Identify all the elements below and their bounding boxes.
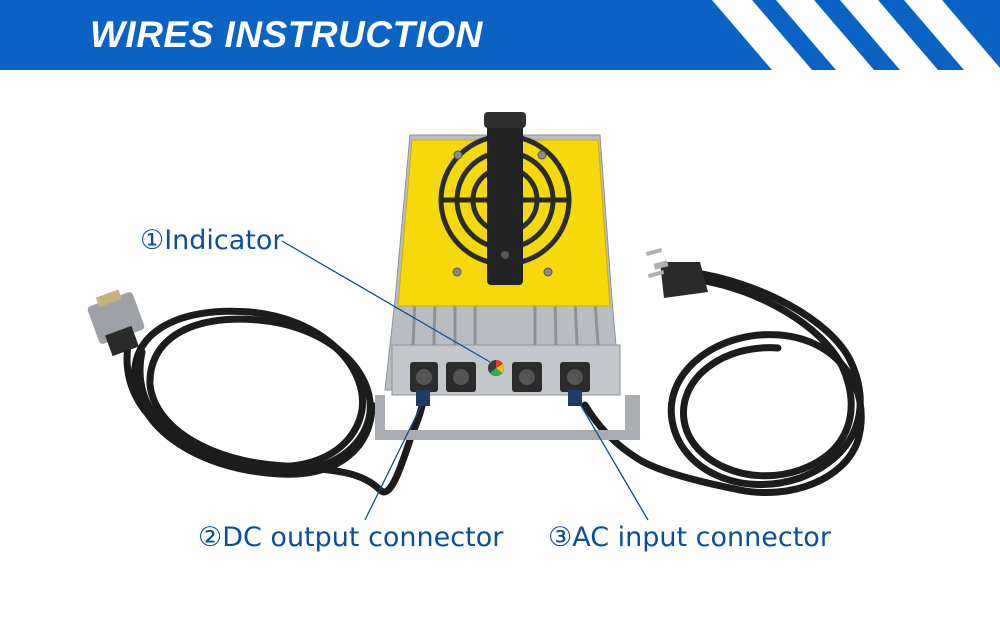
leader-lines [281, 240, 649, 521]
dc-output-connector-label: ②DC output connector [198, 522, 504, 553]
header-stripes [712, 0, 1000, 70]
indicator-led [488, 359, 504, 376]
carry-handle [484, 112, 526, 285]
dc-plug [87, 289, 145, 357]
ac-plug [645, 247, 708, 298]
indicator-label: ①Indicator [140, 225, 284, 256]
page-title: WIRES INSTRUCTION [90, 14, 483, 55]
ac-input-connector-label: ③AC input connector [548, 522, 831, 553]
charger-illustration [87, 112, 865, 521]
header-banner: WIRES INSTRUCTION [0, 0, 1000, 70]
ac-cable [581, 268, 865, 497]
charger-body [375, 112, 640, 440]
